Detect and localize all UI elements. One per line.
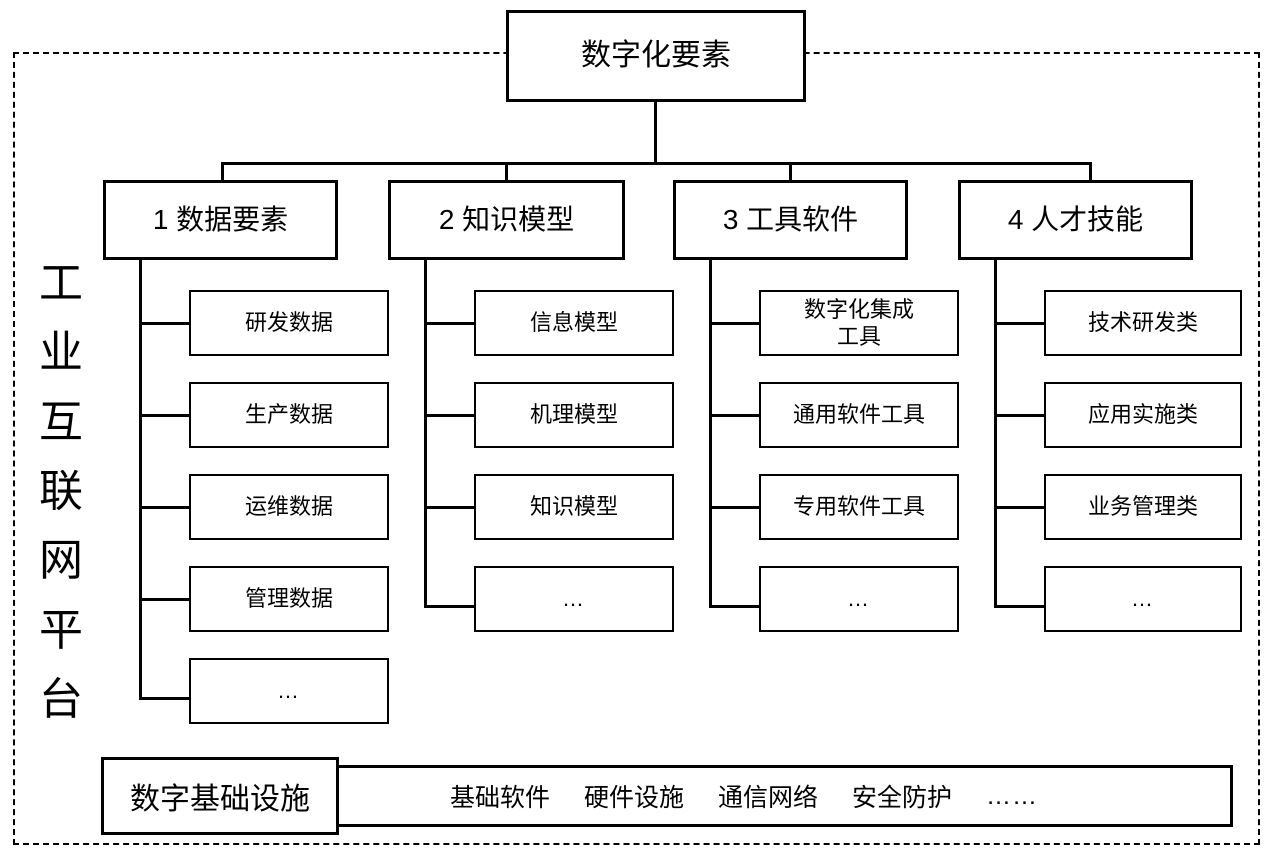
leaf-label-3-1: 数字化集成 工具: [803, 296, 914, 349]
column-header-tool-software[interactable]: 3 工具软件: [673, 180, 908, 260]
leaf-node-3-4-ellipsis[interactable]: …: [759, 566, 959, 632]
leaf-node-2-3[interactable]: 知识模型: [474, 474, 674, 540]
connector-stub-3-2: [709, 414, 761, 417]
leaf-label-1-4: 管理数据: [244, 586, 333, 612]
connector-stub-4-3: [994, 506, 1046, 509]
connector-stub-1-2: [139, 414, 191, 417]
connector-stub-1-3: [139, 506, 191, 509]
column-header-label-3: 3 工具软件: [722, 204, 859, 236]
column-header-label-1: 1 数据要素: [152, 204, 289, 236]
leaf-label-3-4: …: [847, 586, 871, 612]
connector-stub-3-4: [709, 605, 761, 608]
infrastructure-item-1[interactable]: 基础软件: [449, 784, 550, 812]
infrastructure-label-text: 数字基础设施: [130, 783, 310, 816]
column-header-label-4: 4 人才技能: [1007, 204, 1144, 236]
infrastructure-item-3[interactable]: 通信网络: [718, 784, 819, 812]
connector-stub-2-3: [424, 506, 476, 509]
platform-label-char-1: 工: [39, 259, 83, 308]
connector-bus-drop-1: [221, 162, 224, 180]
connector-spine-column-1: [139, 260, 142, 700]
platform-label-char-5: 网: [39, 536, 83, 586]
leaf-label-4-3: 业务管理类: [1087, 494, 1198, 520]
platform-label-char-2: 业: [39, 328, 83, 378]
platform-label-char-6: 平: [39, 605, 83, 655]
connector-stub-1-1: [139, 322, 191, 325]
connector-spine-column-3: [709, 260, 712, 608]
infrastructure-item-2[interactable]: 硬件设施: [583, 784, 684, 812]
leaf-label-1-5: …: [277, 678, 301, 704]
leaf-node-4-3[interactable]: 业务管理类: [1044, 474, 1242, 540]
infrastructure-label-box[interactable]: 数字基础设施: [101, 757, 339, 835]
platform-label-char-4: 联: [39, 466, 83, 516]
connector-stub-4-2: [994, 414, 1046, 417]
leaf-node-2-1[interactable]: 信息模型: [474, 290, 674, 356]
leaf-node-3-1[interactable]: 数字化集成 工具: [759, 290, 959, 356]
leaf-node-1-5-ellipsis[interactable]: …: [189, 658, 389, 724]
leaf-label-2-1: 信息模型: [529, 310, 618, 336]
column-header-label-2: 2 知识模型: [438, 204, 575, 236]
leaf-label-2-3: 知识模型: [529, 494, 618, 520]
leaf-node-1-1[interactable]: 研发数据: [189, 290, 389, 356]
leaf-node-1-4[interactable]: 管理数据: [189, 566, 389, 632]
connector-stub-3-1: [709, 322, 761, 325]
infrastructure-ellipsis: ……: [986, 781, 1039, 810]
connector-spine-column-2: [424, 260, 427, 608]
platform-label-char-3: 互: [39, 397, 83, 447]
leaf-label-4-2: 应用实施类: [1087, 402, 1198, 428]
root-node-label: 数字化要素: [581, 39, 731, 73]
leaf-node-1-3[interactable]: 运维数据: [189, 474, 389, 540]
connector-root-stem: [654, 102, 657, 164]
connector-stub-2-2: [424, 414, 476, 417]
connector-stub-2-4: [424, 605, 476, 608]
connector-stub-2-1: [424, 322, 476, 325]
leaf-label-1-2: 生产数据: [244, 402, 333, 428]
leaf-node-2-4-ellipsis[interactable]: …: [474, 566, 674, 632]
leaf-label-1-1: 研发数据: [244, 310, 333, 336]
leaf-node-3-2[interactable]: 通用软件工具: [759, 382, 959, 448]
leaf-label-2-4: …: [562, 586, 586, 612]
infrastructure-item-4[interactable]: 安全防护: [852, 784, 953, 812]
column-header-talent-skills[interactable]: 4 人才技能: [958, 180, 1193, 260]
leaf-node-3-3[interactable]: 专用软件工具: [759, 474, 959, 540]
root-node-digital-elements[interactable]: 数字化要素: [506, 10, 806, 102]
connector-spine-column-4: [994, 260, 997, 608]
connector-stub-1-5: [139, 697, 191, 700]
connector-stub-3-3: [709, 506, 761, 509]
platform-vertical-label: 工 业 互 联 网 平 台: [28, 262, 94, 722]
connector-stub-4-4: [994, 605, 1046, 608]
connector-stub-1-4: [139, 598, 191, 601]
leaf-label-1-3: 运维数据: [244, 494, 333, 520]
leaf-label-3-2: 通用软件工具: [792, 402, 925, 428]
leaf-node-1-2[interactable]: 生产数据: [189, 382, 389, 448]
leaf-node-4-4-ellipsis[interactable]: …: [1044, 566, 1242, 632]
column-header-knowledge-models[interactable]: 2 知识模型: [388, 180, 625, 260]
column-header-data-elements[interactable]: 1 数据要素: [103, 180, 338, 260]
leaf-node-2-2[interactable]: 机理模型: [474, 382, 674, 448]
leaf-node-4-1[interactable]: 技术研发类: [1044, 290, 1242, 356]
infrastructure-item-list: 基础软件 硬件设施 通信网络 安全防护 ……: [300, 778, 1038, 814]
connector-bus-drop-2: [505, 162, 508, 180]
leaf-label-2-2: 机理模型: [529, 402, 618, 428]
connector-bus-drop-3: [789, 162, 792, 180]
connector-bus-drop-4: [1089, 162, 1092, 180]
leaf-label-4-1: 技术研发类: [1087, 310, 1198, 336]
connector-stub-4-1: [994, 322, 1046, 325]
platform-label-char-7: 台: [39, 674, 83, 724]
leaf-label-4-4: …: [1131, 586, 1155, 612]
leaf-label-3-3: 专用软件工具: [792, 494, 925, 520]
platform-boundary-frame: [13, 52, 1260, 845]
connector-bus-horizontal: [221, 162, 1092, 165]
leaf-node-4-2[interactable]: 应用实施类: [1044, 382, 1242, 448]
